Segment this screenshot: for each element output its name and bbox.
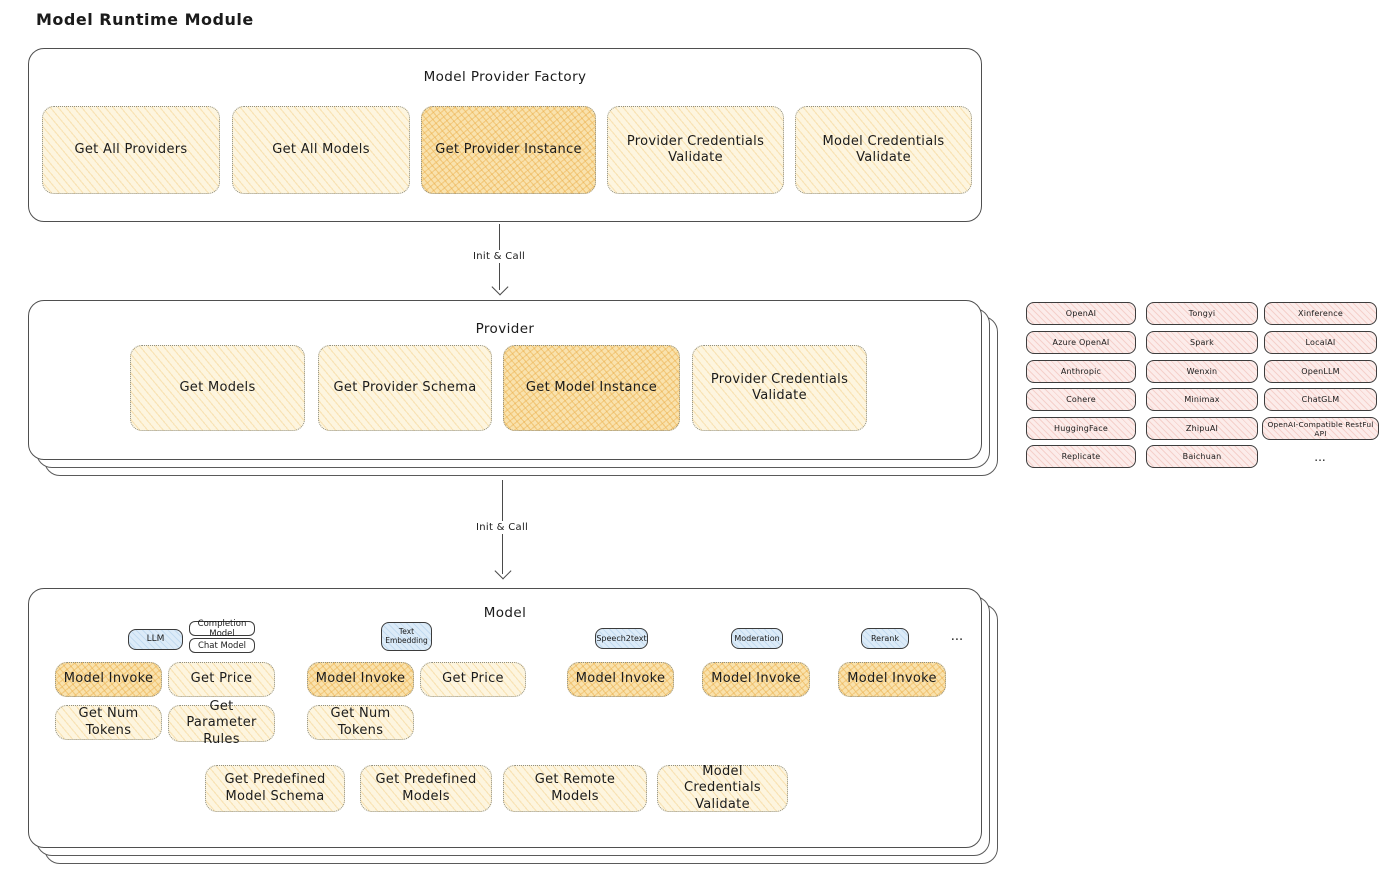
model-title: Model bbox=[483, 605, 527, 621]
chip-localai: LocalAI bbox=[1264, 331, 1377, 354]
node-model-invoke-llm: Model Invoke bbox=[55, 662, 162, 697]
tag-rerank: Rerank bbox=[861, 628, 909, 649]
node-get-parameter-rules: Get Parameter Rules bbox=[168, 699, 275, 747]
provider-title: Provider bbox=[475, 321, 535, 337]
chip-tongyi: Tongyi bbox=[1146, 302, 1258, 325]
page-title: Model Runtime Module bbox=[36, 10, 254, 29]
tag-speech2text: Speech2text bbox=[595, 628, 648, 649]
node-get-model-instance: Get Model Instance bbox=[503, 345, 680, 431]
chip-azure-openai: Azure OpenAI bbox=[1026, 331, 1136, 354]
chip-anthropic: Anthropic bbox=[1026, 360, 1136, 383]
arrow-label-init-call-bottom: Init & Call bbox=[471, 521, 534, 534]
node-get-predefined-model-schema: Get Predefined Model Schema bbox=[205, 765, 345, 812]
node-provider-credentials-validate: Provider Credentials Validate bbox=[607, 106, 784, 194]
node-get-num-tokens-llm: Get Num Tokens bbox=[55, 705, 162, 740]
chip-chatglm: ChatGLM bbox=[1264, 388, 1377, 411]
chip-huggingface: HuggingFace bbox=[1026, 417, 1136, 440]
tag-moderation: Moderation bbox=[731, 628, 783, 649]
factory-title: Model Provider Factory bbox=[423, 69, 587, 85]
chip-minimax: Minimax bbox=[1146, 388, 1258, 411]
chip-openai: OpenAI bbox=[1026, 302, 1136, 325]
node-get-remote-models: Get Remote Models bbox=[503, 765, 647, 812]
chip-replicate: Replicate bbox=[1026, 445, 1136, 468]
tag-completion-model: Completion Model bbox=[189, 619, 255, 639]
chip-ellipsis: ... bbox=[1314, 449, 1326, 464]
arrow-head-icon bbox=[491, 278, 509, 296]
node-model-invoke-embedding: Model Invoke bbox=[307, 662, 414, 697]
chip-spark: Spark bbox=[1146, 331, 1258, 354]
tag-text-embedding: Text Embedding bbox=[381, 622, 432, 651]
node-model-invoke-rerank: Model Invoke bbox=[838, 662, 946, 697]
node-get-num-tokens-embedding: Get Num Tokens bbox=[307, 705, 414, 740]
node-model-invoke-moderation: Model Invoke bbox=[702, 662, 810, 697]
arrow-label-init-call-top: Init & Call bbox=[468, 250, 531, 263]
chip-baichuan: Baichuan bbox=[1146, 445, 1258, 468]
node-model-credentials-validate: Model Credentials Validate bbox=[795, 106, 972, 194]
chip-openllm: OpenLLM bbox=[1264, 360, 1377, 383]
node-get-price-embedding: Get Price bbox=[420, 662, 526, 697]
chip-xinference: Xinference bbox=[1264, 302, 1377, 325]
node-get-provider-schema: Get Provider Schema bbox=[318, 345, 492, 431]
node-get-all-providers: Get All Providers bbox=[42, 106, 220, 194]
chip-zhipuai: ZhipuAI bbox=[1146, 417, 1258, 440]
node-get-models: Get Models bbox=[130, 345, 305, 431]
model-types-ellipsis: ... bbox=[950, 629, 964, 644]
tag-chat-model: Chat Model bbox=[189, 638, 255, 653]
chip-cohere: Cohere bbox=[1026, 388, 1136, 411]
node-get-provider-instance: Get Provider Instance bbox=[421, 106, 596, 194]
node-get-all-models: Get All Models bbox=[232, 106, 410, 194]
node-provider-credentials-validate-2: Provider Credentials Validate bbox=[692, 345, 867, 431]
node-model-credentials-validate-2: Model Credentials Validate bbox=[657, 764, 788, 812]
chip-wenxin: Wenxin bbox=[1146, 360, 1258, 383]
tag-llm: LLM bbox=[128, 629, 183, 650]
arrow-head-icon bbox=[494, 562, 512, 580]
chip-openai-compatible-restful-api: OpenAI-Compatible RestFul API bbox=[1262, 417, 1379, 440]
node-get-price-llm: Get Price bbox=[168, 662, 275, 697]
node-get-predefined-models: Get Predefined Models bbox=[360, 765, 492, 812]
node-model-invoke-speech2text: Model Invoke bbox=[567, 662, 674, 697]
